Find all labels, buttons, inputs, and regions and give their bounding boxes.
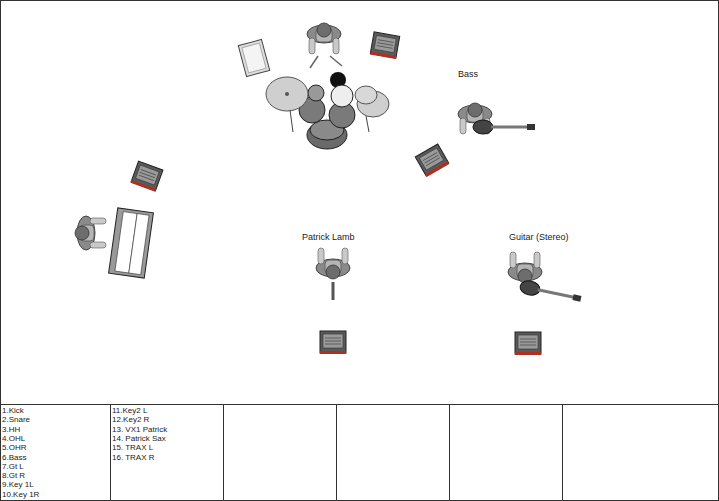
laptop xyxy=(238,39,269,76)
input-list-item: 6.Bass xyxy=(2,453,26,462)
input-list-item: 4.OHL xyxy=(2,434,25,443)
drummer xyxy=(307,23,341,54)
monitor-wedge xyxy=(370,32,400,59)
keyboard xyxy=(109,208,154,278)
input-list-item: 14. Patrick Sax xyxy=(112,434,166,443)
performer-label: Guitar (Stereo) xyxy=(509,232,569,242)
input-list-item: 13. VX1 Patrick xyxy=(112,425,167,434)
drum-kit xyxy=(266,77,389,149)
input-list-item: 5.OHR xyxy=(2,443,26,452)
monitor-wedge xyxy=(515,332,541,355)
input-list-item: 15. TRAX L xyxy=(112,443,153,452)
input-list-item: 1.Kick xyxy=(2,406,24,415)
performer-label: Patrick Lamb xyxy=(302,232,355,242)
monitor-wedge xyxy=(415,144,449,177)
sax-player xyxy=(316,248,350,279)
input-list-item: 7.Gt L xyxy=(2,462,24,471)
input-list-item: 11.Key2 L xyxy=(112,406,147,415)
keyboard-player xyxy=(75,216,106,250)
monitor-wedge xyxy=(131,161,163,192)
input-list-item: 8.Gt R xyxy=(2,471,25,480)
performer-label: Bass xyxy=(458,69,478,79)
input-list-item: 2.Snare xyxy=(2,415,30,424)
guitar-player xyxy=(508,252,542,283)
input-list-item: 9.Key 1L xyxy=(2,480,34,489)
input-table xyxy=(0,405,719,501)
input-list-item: 3.HH xyxy=(2,425,20,434)
monitor-wedge xyxy=(320,331,346,354)
electric-guitar xyxy=(519,279,583,306)
input-list-item: 12.Key2 R xyxy=(112,415,149,424)
input-list-item: 16. TRAX R xyxy=(112,453,155,462)
bass-guitar xyxy=(473,120,535,134)
input-list-item: 10.Key 1R xyxy=(2,490,39,499)
